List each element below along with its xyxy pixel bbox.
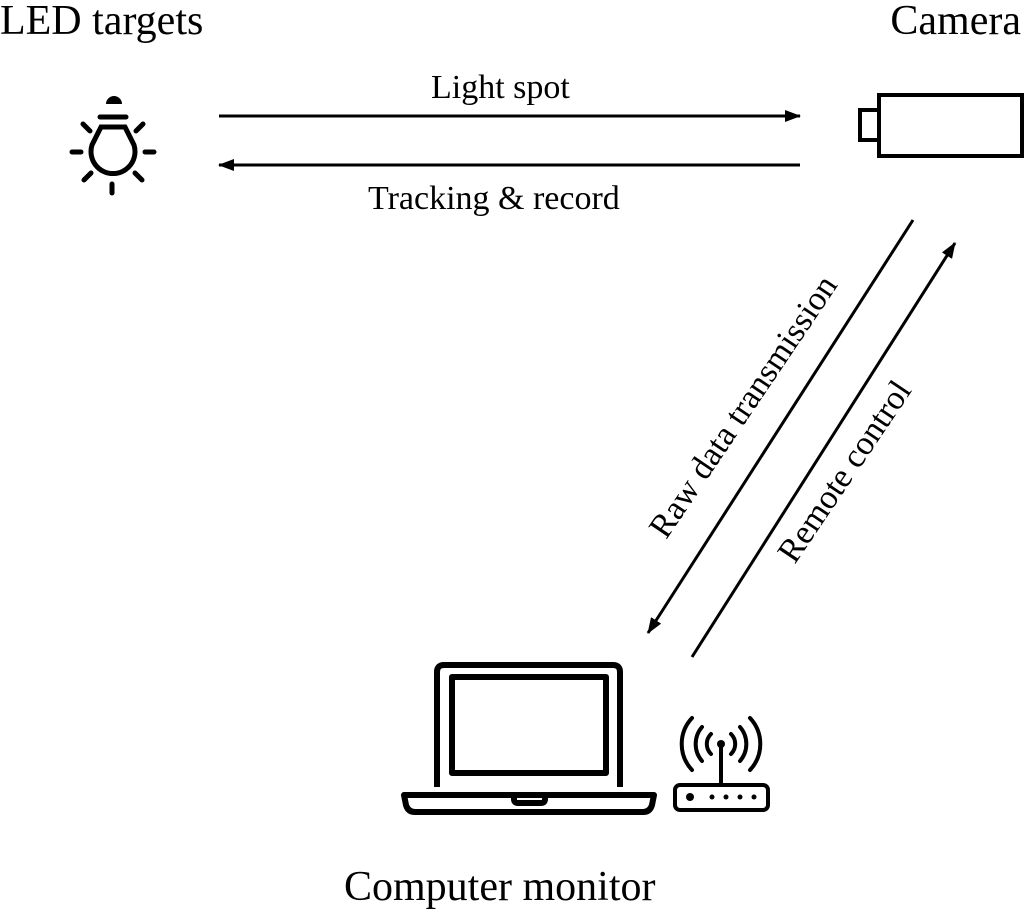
arrow-raw-data <box>646 219 915 634</box>
light-bulb-icon <box>69 96 157 196</box>
arrow-remote-control <box>690 242 957 658</box>
camera-icon <box>858 93 1024 158</box>
laptop-icon <box>401 662 657 815</box>
tracking-record-label: Tracking & record <box>368 180 620 217</box>
wifi-router-icon <box>673 716 770 812</box>
camera-label: Camera <box>890 0 1021 44</box>
computer-monitor-label: Computer monitor <box>344 864 656 910</box>
led-targets-label: LED targets <box>0 0 204 44</box>
light-spot-label: Light spot <box>431 69 570 106</box>
